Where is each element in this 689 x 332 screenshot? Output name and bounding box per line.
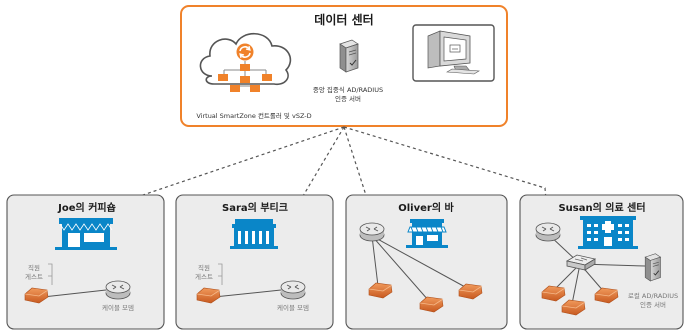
router-icon (359, 222, 385, 242)
site-title-oliver: Oliver의 바 (398, 201, 454, 214)
site-susan-medical: Susan의 의료 센터 로컬 AD/RADIUS 인증 서 (519, 194, 684, 330)
data-center-panel: 데이터 센터 Virtual SmartZone 컨트롤러 및 vSZ-D 중앙… (180, 5, 508, 127)
modem-label-joe: 케이블 모뎀 (102, 303, 134, 312)
site-title-sara: Sara의 부티크 (222, 201, 288, 214)
controller-hierarchy-icon (218, 43, 272, 92)
site-title-joe: Joe의 커피숍 (57, 201, 116, 214)
local-server-label-line1: 로컬 AD/RADIUS (628, 292, 678, 300)
controller-label: Virtual SmartZone 컨트롤러 및 vSZ-D (196, 111, 311, 120)
computer-monitor-icon (412, 24, 495, 82)
site-sara-boutique: Sara의 부티크 직원 게스트 케이블 모뎀 (175, 194, 334, 330)
label-staff-sara: 직원 (198, 263, 210, 272)
site-joe-coffee: Joe의 커피숍 직원 게스트 케이블 모뎀 (6, 194, 165, 330)
bar-building-icon (406, 219, 448, 248)
label-guest-sara: 게스트 (195, 272, 213, 281)
data-center-title: 데이터 센터 (314, 12, 373, 27)
cable-modem-icon (105, 280, 131, 300)
storefront-icon (55, 218, 117, 250)
local-server-label-line2: 인증 서버 (640, 300, 666, 309)
site-oliver-bar: Oliver의 바 (345, 194, 508, 330)
router-icon (535, 222, 561, 242)
cable-modem-icon (280, 280, 306, 300)
central-server-label-line2: 인증 서버 (335, 94, 361, 103)
medical-building-icon (578, 216, 638, 249)
ap-links-oliver (371, 235, 468, 302)
boutique-icon (230, 219, 278, 249)
central-server-label-line1: 중앙 집중식 AD/RADIUS (313, 85, 383, 94)
label-guest-joe: 게스트 (25, 272, 43, 281)
modem-label-sara: 케이블 모뎀 (277, 303, 309, 312)
label-staff-joe: 직원 (28, 263, 40, 272)
server-tower-icon (644, 253, 661, 282)
server-tower-icon (339, 39, 359, 73)
site-title-susan: Susan의 의료 센터 (558, 201, 645, 214)
